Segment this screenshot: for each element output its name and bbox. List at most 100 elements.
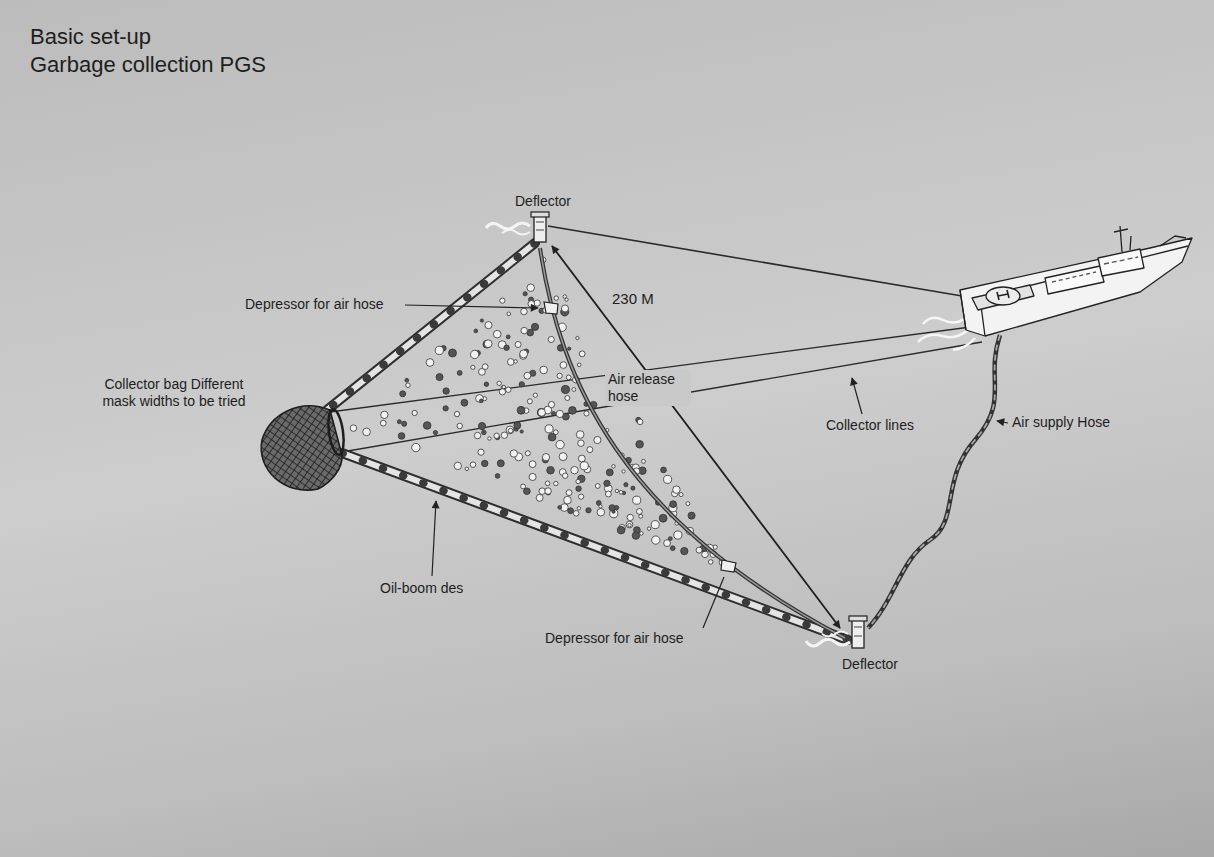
leader-line [432,501,436,576]
air-bubble [647,527,650,530]
air-bubble [553,430,558,435]
collector-lines [330,326,982,452]
air-bubble [484,340,492,348]
air-bubble [534,300,540,306]
depressor [721,560,736,572]
part-label: Deflector [842,656,898,673]
air-bubble [578,440,585,447]
air-bubble [480,319,483,322]
air-bubble [517,406,525,414]
air-bubble [454,411,459,416]
air-bubble [507,359,514,366]
air-bubble [696,547,702,553]
air-bubble [619,490,623,494]
air-bubble [548,336,554,342]
air-bubble [350,425,357,432]
air-bubble [508,428,513,433]
air-bubble [636,440,644,448]
air-bubble [599,505,602,508]
air-bubble [525,451,530,456]
air-bubble [554,481,558,485]
part-label: Air release hose [605,370,691,406]
air-bubble [497,460,504,467]
oil-boom [327,243,535,410]
air-bubble [528,301,535,308]
air-bubble [412,443,420,451]
air-bubble [514,422,521,429]
part-label: Air supply Hose [1012,414,1110,431]
air-bubble [510,450,517,457]
air-bubble [507,312,511,316]
air-bubble [540,366,548,374]
air-bubble [521,484,526,489]
air-bubble [664,540,671,547]
air-bubble [499,389,505,395]
air-bubble [576,486,581,491]
air-bubble [545,488,552,495]
air-bubble [485,322,492,329]
air-bubble [519,382,524,387]
air-bubble [626,521,633,528]
air-bubble [576,431,584,439]
part-label: Depressor for air hose [245,296,384,313]
air-bubble [436,374,443,381]
leader-line [703,577,724,628]
dimension-label: 230 M [612,290,654,308]
air-bubble [400,391,406,397]
air-bubble [482,430,487,435]
air-bubble [478,449,484,455]
air-bubble [615,489,618,492]
air-bubble [628,523,631,526]
air-bubble [661,467,667,473]
air-bubble [612,465,616,469]
air-bubble [398,433,405,440]
air-bubble [380,420,386,426]
air-bubble [474,329,478,333]
air-bubble [554,296,558,300]
diagram-title: Basic set-up [30,24,151,50]
air-bubble [556,440,564,448]
air-release-hose [540,248,845,638]
part-label: Depressor for air hose [545,630,684,647]
air-bubble [552,411,556,415]
air-bubble [594,436,601,443]
air-bubble [542,454,549,461]
air-bubble [606,469,613,476]
air-bubble [514,360,517,363]
collector-line [342,342,982,452]
air-bubble [664,475,672,483]
tow-line [548,226,962,296]
collector-bag [261,406,346,490]
air-bubble [412,410,417,415]
air-bubble [363,428,371,436]
air-bubble [563,295,567,299]
air-bubble [545,425,553,433]
air-bubble [686,502,690,506]
air-bubble [670,546,675,551]
air-bubble [529,461,536,468]
air-bubble [457,423,463,429]
air-bubble [482,364,488,370]
air-bubble [520,350,528,358]
air-bubble [548,401,554,407]
air-bubble [564,496,572,504]
air-bubble [597,509,605,517]
air-bubble [494,433,499,438]
air-bubble [577,363,581,367]
air-bubble [562,473,567,478]
air-bubble [527,399,532,404]
air-bubble [679,493,683,497]
ship [918,226,1192,350]
air-bubble [506,426,514,434]
air-bubble [566,375,571,380]
air-bubble [636,508,642,514]
leader-line [997,421,1008,423]
air-bubble [558,505,562,509]
air-bubble [674,531,682,539]
air-bubble [471,365,475,369]
air-bubble [524,372,531,379]
air-bubble [465,467,468,470]
air-bubble [449,349,457,357]
air-bubble [381,411,388,418]
